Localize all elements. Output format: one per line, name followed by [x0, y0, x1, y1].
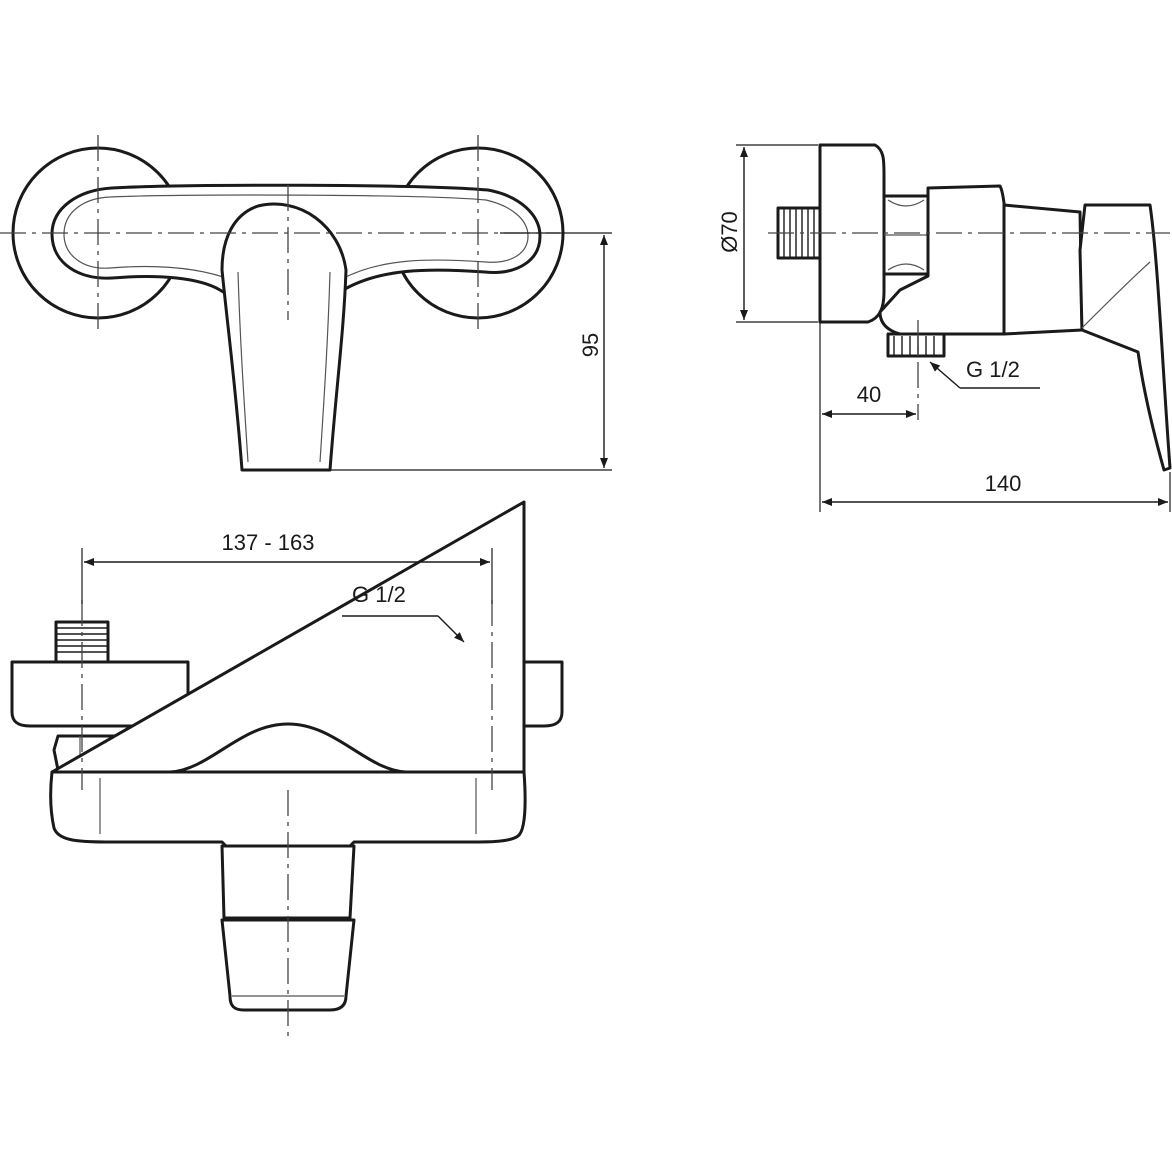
dim-140-label: 140: [985, 471, 1022, 496]
dim-spacing-label: 137 - 163: [222, 530, 315, 555]
top-view: 137 - 163 G 1/2: [10, 500, 564, 1040]
side-view: Ø70 G 1/2 40 140: [717, 143, 1172, 512]
outlet-leader-arrow: [929, 361, 961, 389]
dim-95-label: 95: [578, 333, 603, 357]
side-outlet-thread: [886, 332, 946, 358]
outlet-thread-label: G 1/2: [966, 357, 1020, 382]
dim-40-label: 40: [857, 382, 881, 407]
side-lever-line: [1081, 261, 1151, 329]
mixer-body-inner-line: [63, 194, 529, 281]
side-hex-curves: [887, 199, 925, 271]
top-mixer-body: [50, 500, 526, 774]
inlet-leader-arrow: [437, 615, 465, 643]
side-lever: [1078, 203, 1172, 472]
lever-inner-line: [237, 271, 331, 463]
side-cartridge: [1002, 203, 1084, 336]
dim-70-label: Ø70: [717, 211, 742, 253]
front-view: 95: [0, 135, 612, 472]
inlet-thread-label: G 1/2: [352, 582, 406, 607]
top-bar-inner: [99, 778, 477, 834]
